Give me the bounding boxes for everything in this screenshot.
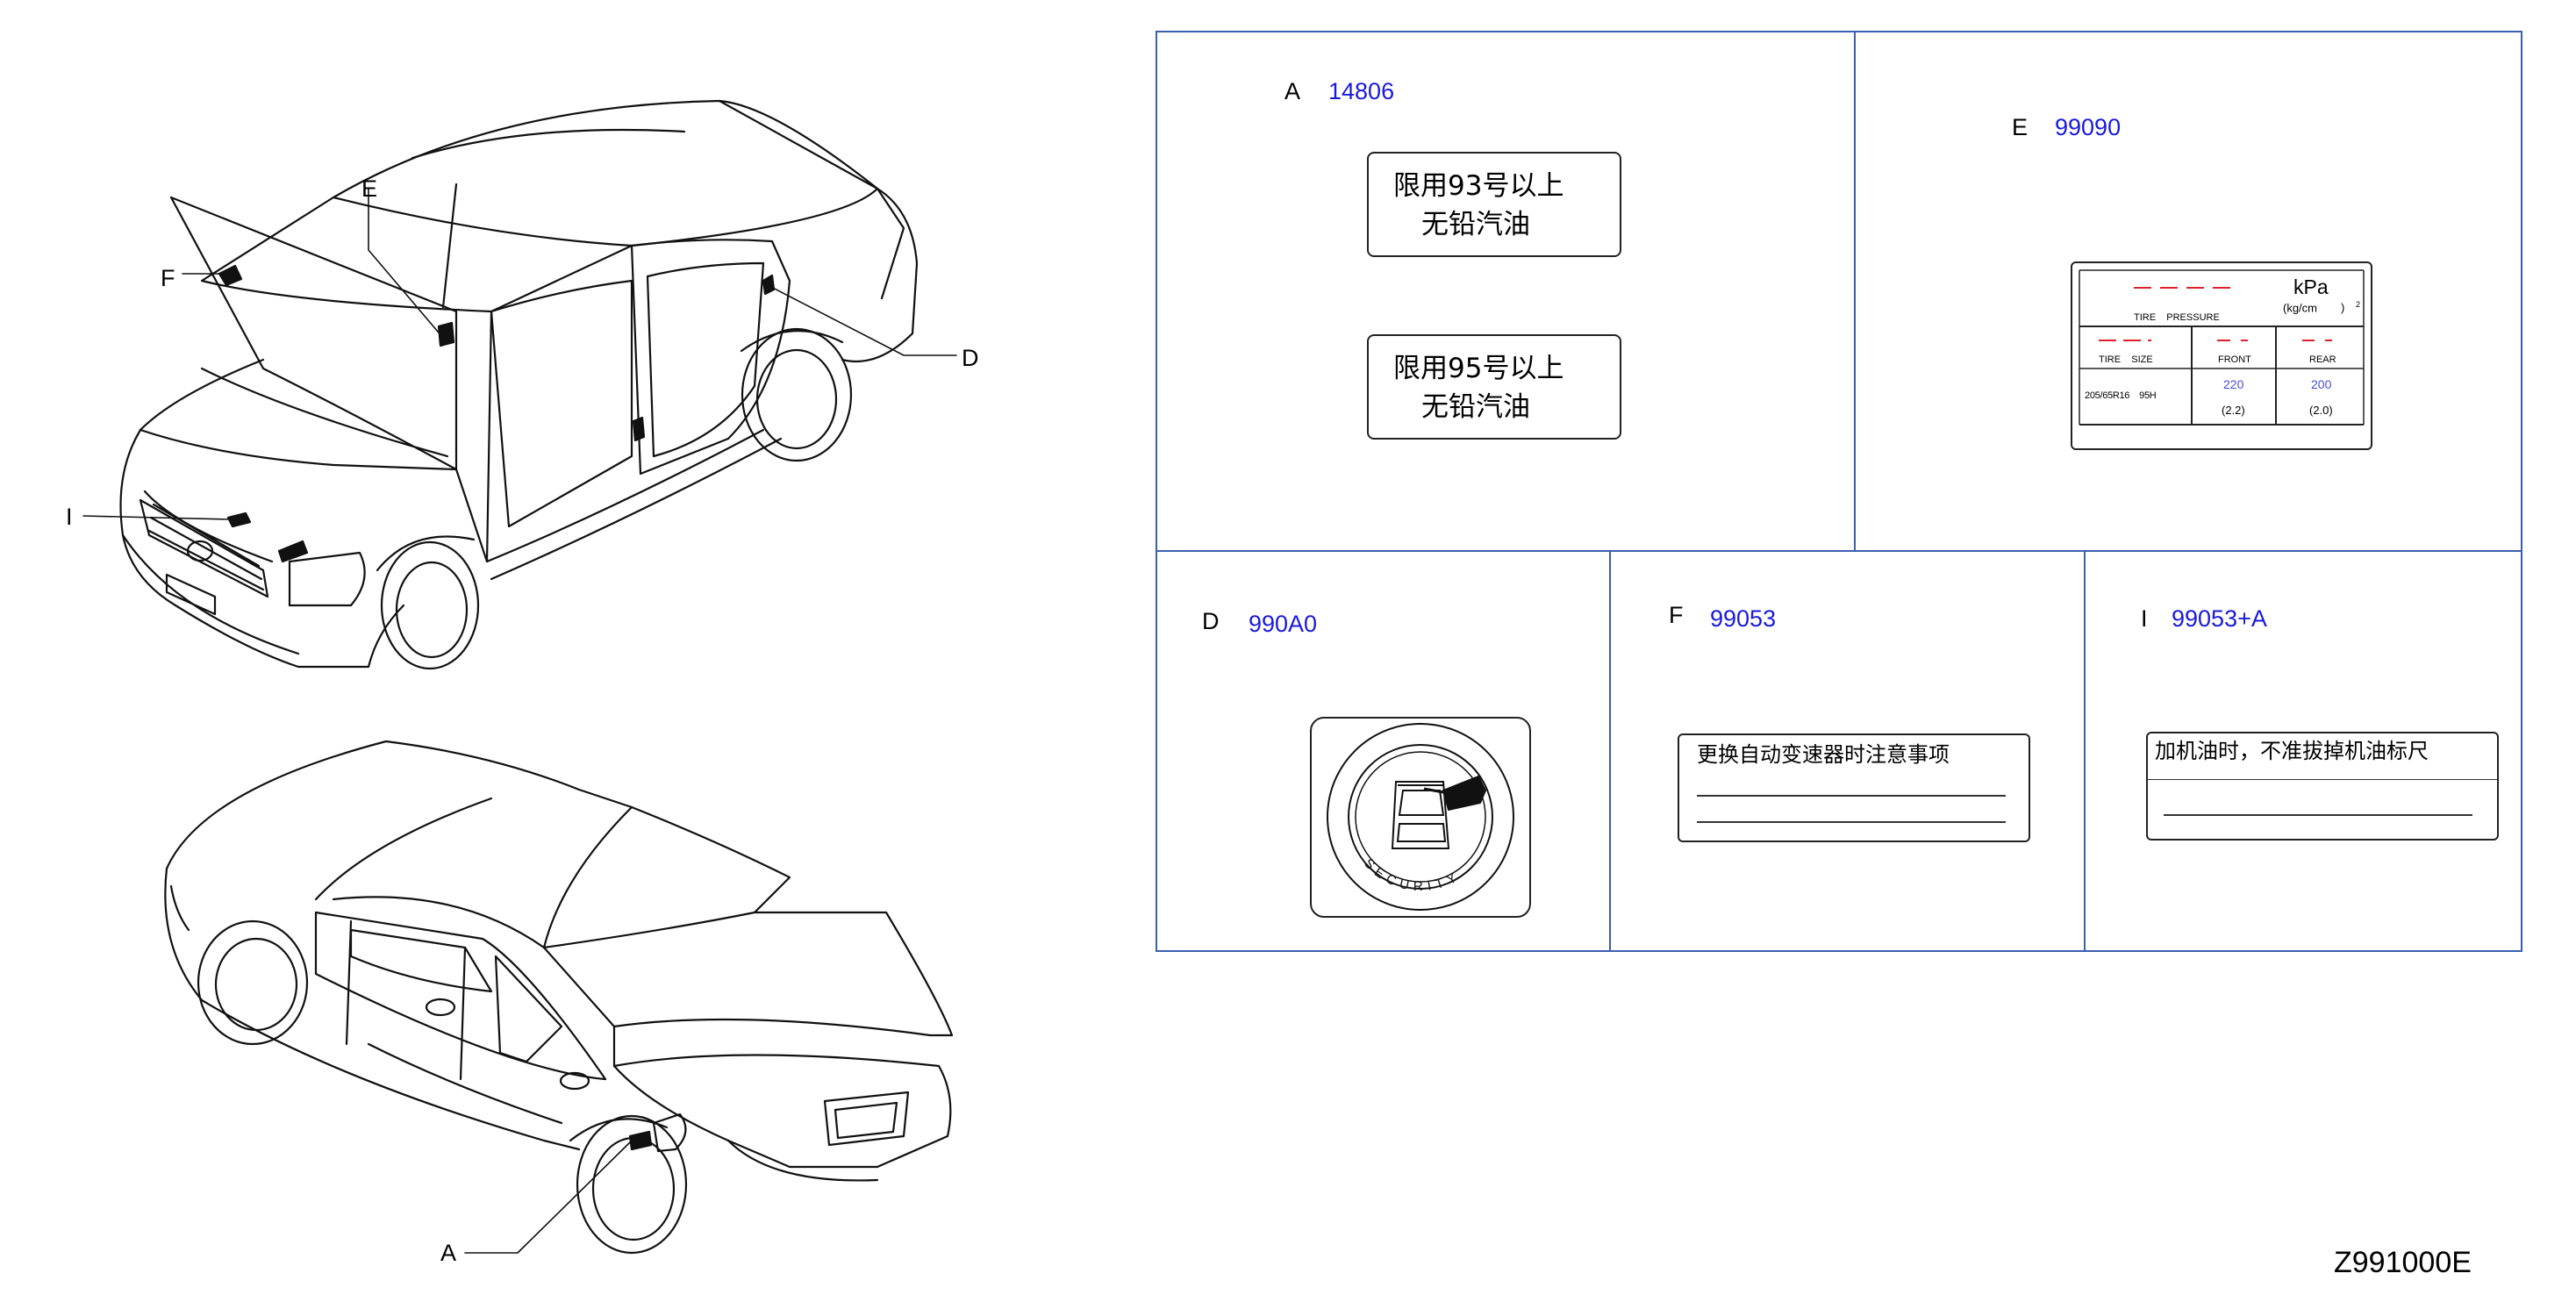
tire-pressure-caption: TIRE PRESSURE <box>2134 312 2220 323</box>
oil-label: 加机油时，不准拔掉机油标尺 <box>2146 732 2499 841</box>
front-kg-value: (2.2) <box>2222 404 2245 417</box>
front-header: FRONT <box>2218 354 2251 365</box>
car-front-view <box>82 99 957 670</box>
oil-label-divider <box>2148 779 2497 780</box>
panel-i-code: 99053+A <box>2172 605 2267 632</box>
rear-header: REAR <box>2309 354 2336 365</box>
callout-a: A <box>440 1240 457 1266</box>
callout-d: D <box>962 345 979 371</box>
fuel-label-95-line2: 无铅汽油 <box>1421 391 1530 423</box>
car-illustrations <box>82 99 957 1255</box>
fuel-label-93-line1: 限用93号以上 <box>1393 170 1564 202</box>
panel-e-code: 99090 <box>2055 114 2122 140</box>
front-kpa-value: 220 <box>2223 377 2244 391</box>
panel-i-letter: I <box>2141 605 2148 632</box>
panel-a-code: 14806 <box>1328 78 1395 104</box>
tire-size-header: TIRE SIZE <box>2099 354 2153 365</box>
diagram-id: Z991000E <box>2334 1246 2472 1279</box>
tire-pressure-label: kPa (kg/cm 2) TIRE PRESSURE TIRE SIZE FRO… <box>2071 261 2372 450</box>
security-label: SECURITY <box>1310 717 1531 918</box>
transmission-rule-2 <box>1697 821 2006 823</box>
rear-kg-value: (2.0) <box>2309 404 2333 417</box>
rear-kpa-value: 200 <box>2311 377 2332 391</box>
tire-size-value: 205/65R16 95H <box>2085 390 2157 401</box>
car-key-icon <box>1391 775 1487 849</box>
panel-d-code: 990A0 <box>1249 611 1318 637</box>
kpa-unit: kPa <box>2293 275 2329 298</box>
callout-i: I <box>66 504 73 530</box>
security-ring-text: SECURITY <box>1361 856 1463 894</box>
fuel-label-95-line1: 限用95号以上 <box>1393 353 1564 384</box>
fuel-label-93: 限用93号以上 无铅汽油 <box>1367 152 1621 257</box>
fuel-label-93-line2: 无铅汽油 <box>1421 209 1530 240</box>
transmission-label-text: 更换自动变速器时注意事项 <box>1697 742 1950 767</box>
car-rear-view <box>164 740 954 1255</box>
transmission-rule-1 <box>1697 795 2006 797</box>
panel-e-letter: E <box>2012 114 2029 140</box>
fuel-label-95: 限用95号以上 无铅汽油 <box>1367 334 1621 440</box>
panel-a-letter: A <box>1284 78 1301 104</box>
panel-d-letter: D <box>1202 608 1220 634</box>
oil-label-text: 加机油时，不准拔掉机油标尺 <box>2155 739 2429 763</box>
oil-label-rule <box>2164 814 2472 816</box>
panel-f-code: 99053 <box>1710 605 1777 632</box>
callout-f: F <box>161 265 175 291</box>
kgcm-close: ) <box>2341 301 2345 315</box>
kgcm-unit: (kg/cm 2) <box>2283 300 2360 315</box>
transmission-label: 更换自动变速器时注意事项 <box>1678 733 2030 842</box>
panel-f-letter: F <box>1669 602 1684 628</box>
kgcm-sup: 2 <box>2356 300 2361 309</box>
kgcm-text: (kg/cm <box>2283 301 2317 315</box>
callout-e: E <box>361 175 378 202</box>
